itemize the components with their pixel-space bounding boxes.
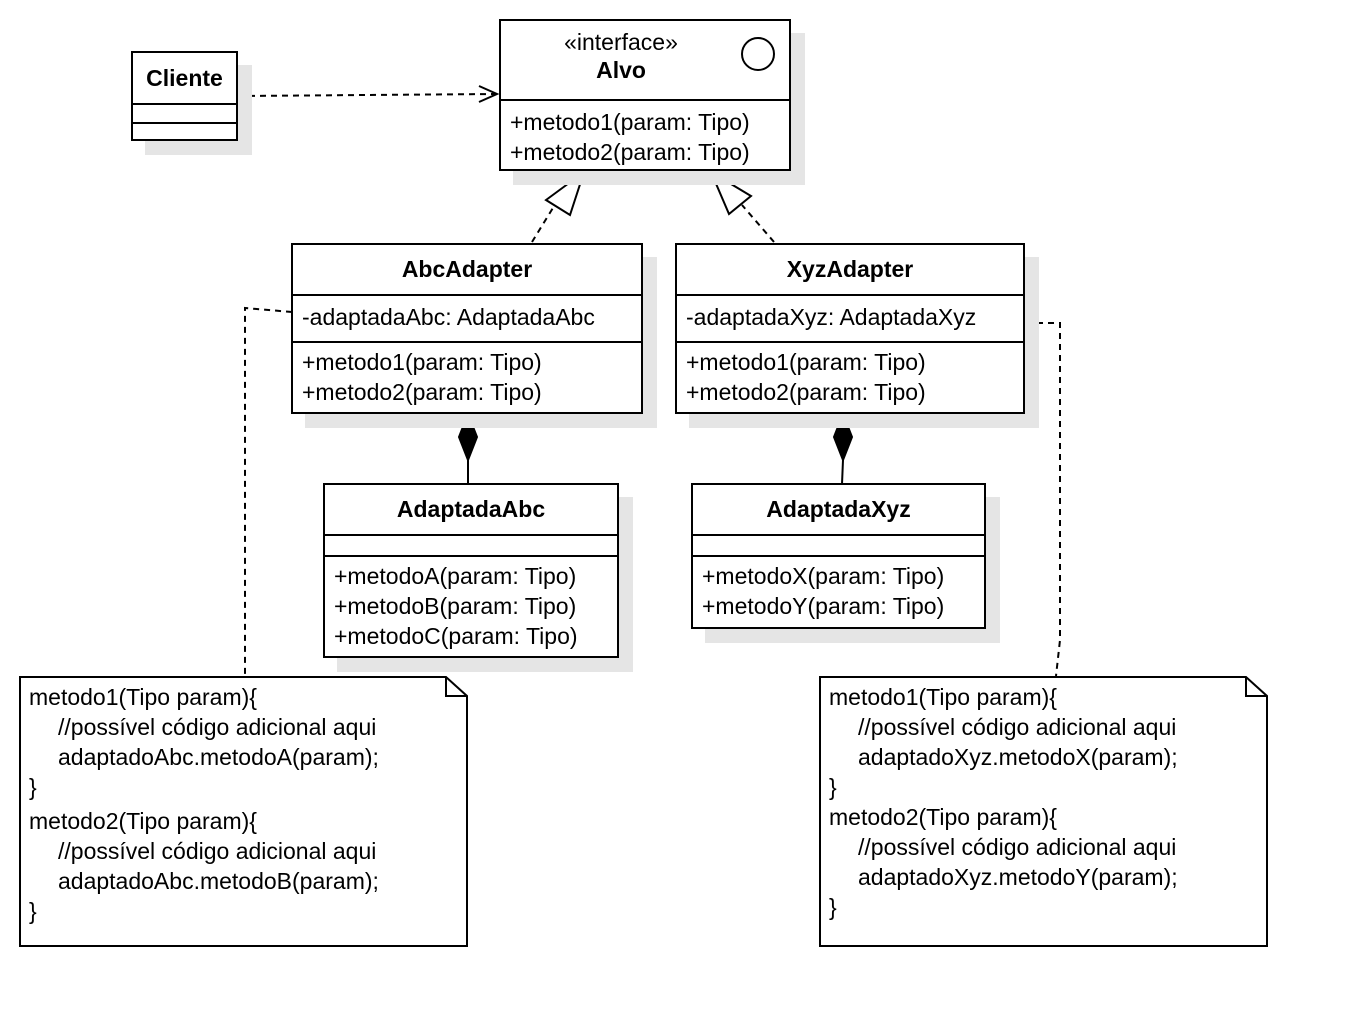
composition-diamond-xyz — [832, 411, 854, 463]
method: +metodoA(param: Tipo) — [334, 563, 577, 589]
note-line: //possível código adicional aqui — [858, 714, 1177, 740]
note-line: adaptadoXyz.metodoY(param); — [858, 864, 1178, 890]
note-line: metodo2(Tipo param){ — [829, 804, 1057, 830]
composition-line-xyz — [841, 459, 844, 485]
note-shape — [19, 676, 468, 947]
note-line: adaptadoAbc.metodoA(param); — [58, 744, 379, 770]
class-cliente[interactable]: Cliente — [131, 51, 238, 141]
attributes-section — [325, 534, 617, 555]
attributes-section — [693, 534, 984, 555]
note-line: adaptadoXyz.metodoX(param); — [858, 744, 1178, 770]
note-line: } — [829, 774, 837, 800]
method: +metodo2(param: Tipo) — [302, 379, 542, 405]
class-xyz-adapter[interactable]: XyzAdapter -adaptadaXyz: AdaptadaXyz +me… — [675, 243, 1025, 414]
interface-alvo[interactable]: «interface» Alvo +metodo1(param: Tipo) +… — [499, 19, 791, 171]
note-anchor-abc — [244, 306, 293, 676]
method: +metodoY(param: Tipo) — [702, 593, 945, 619]
methods-section — [133, 122, 236, 139]
method: +metodo1(param: Tipo) — [302, 349, 542, 375]
note-xyz-adapter[interactable]: metodo1(Tipo param){ //possível código a… — [819, 676, 1268, 947]
note-line: adaptadoAbc.metodoB(param); — [58, 868, 379, 894]
class-name: AbcAdapter — [401, 256, 533, 282]
method: +metodo2(param: Tipo) — [510, 139, 750, 165]
note-abc-adapter[interactable]: metodo1(Tipo param){ //possível código a… — [19, 676, 468, 947]
class-name: AdaptadaXyz — [766, 496, 911, 522]
interface-circle-icon — [741, 37, 775, 71]
method: +metodo1(param: Tipo) — [510, 109, 750, 135]
class-adaptada-abc[interactable]: AdaptadaAbc +metodoA(param: Tipo) +metod… — [323, 483, 619, 658]
note-line: } — [29, 898, 37, 924]
note-anchor-xyz — [1026, 322, 1061, 677]
attribute: -adaptadaAbc: AdaptadaAbc — [302, 304, 595, 330]
method: +metodoC(param: Tipo) — [334, 623, 578, 649]
note-shape — [819, 676, 1268, 947]
class-adaptada-xyz[interactable]: AdaptadaXyz +metodoX(param: Tipo) +metod… — [691, 483, 986, 629]
note-line: //possível código adicional aqui — [858, 834, 1177, 860]
realization-line-abc — [531, 202, 557, 243]
note-line: metodo1(Tipo param){ — [29, 684, 257, 710]
note-line: } — [29, 774, 37, 800]
method: +metodoB(param: Tipo) — [334, 593, 577, 619]
attribute: -adaptadaXyz: AdaptadaXyz — [686, 304, 977, 330]
note-line: //possível código adicional aqui — [58, 838, 377, 864]
method: +metodo2(param: Tipo) — [686, 379, 926, 405]
class-name: XyzAdapter — [786, 256, 914, 282]
attributes-section — [133, 103, 236, 122]
dependency-arrowhead — [478, 85, 500, 103]
dependency-line — [237, 93, 497, 97]
note-line: metodo2(Tipo param){ — [29, 808, 257, 834]
class-name: AdaptadaAbc — [396, 496, 546, 522]
realization-arrowhead-xyz — [708, 169, 753, 216]
realization-arrowhead-abc — [544, 169, 586, 217]
method: +metodoX(param: Tipo) — [702, 563, 945, 589]
stereotype-label: «interface» — [564, 29, 678, 55]
class-name: Cliente — [146, 65, 223, 91]
note-line: } — [829, 894, 837, 920]
realization-line-xyz — [741, 204, 775, 243]
note-line: //possível código adicional aqui — [58, 714, 377, 740]
note-line: metodo1(Tipo param){ — [829, 684, 1057, 710]
composition-diamond-abc — [457, 411, 479, 463]
method: +metodo1(param: Tipo) — [686, 349, 926, 375]
class-name: Alvo — [596, 57, 646, 83]
class-abc-adapter[interactable]: AbcAdapter -adaptadaAbc: AdaptadaAbc +me… — [291, 243, 643, 414]
